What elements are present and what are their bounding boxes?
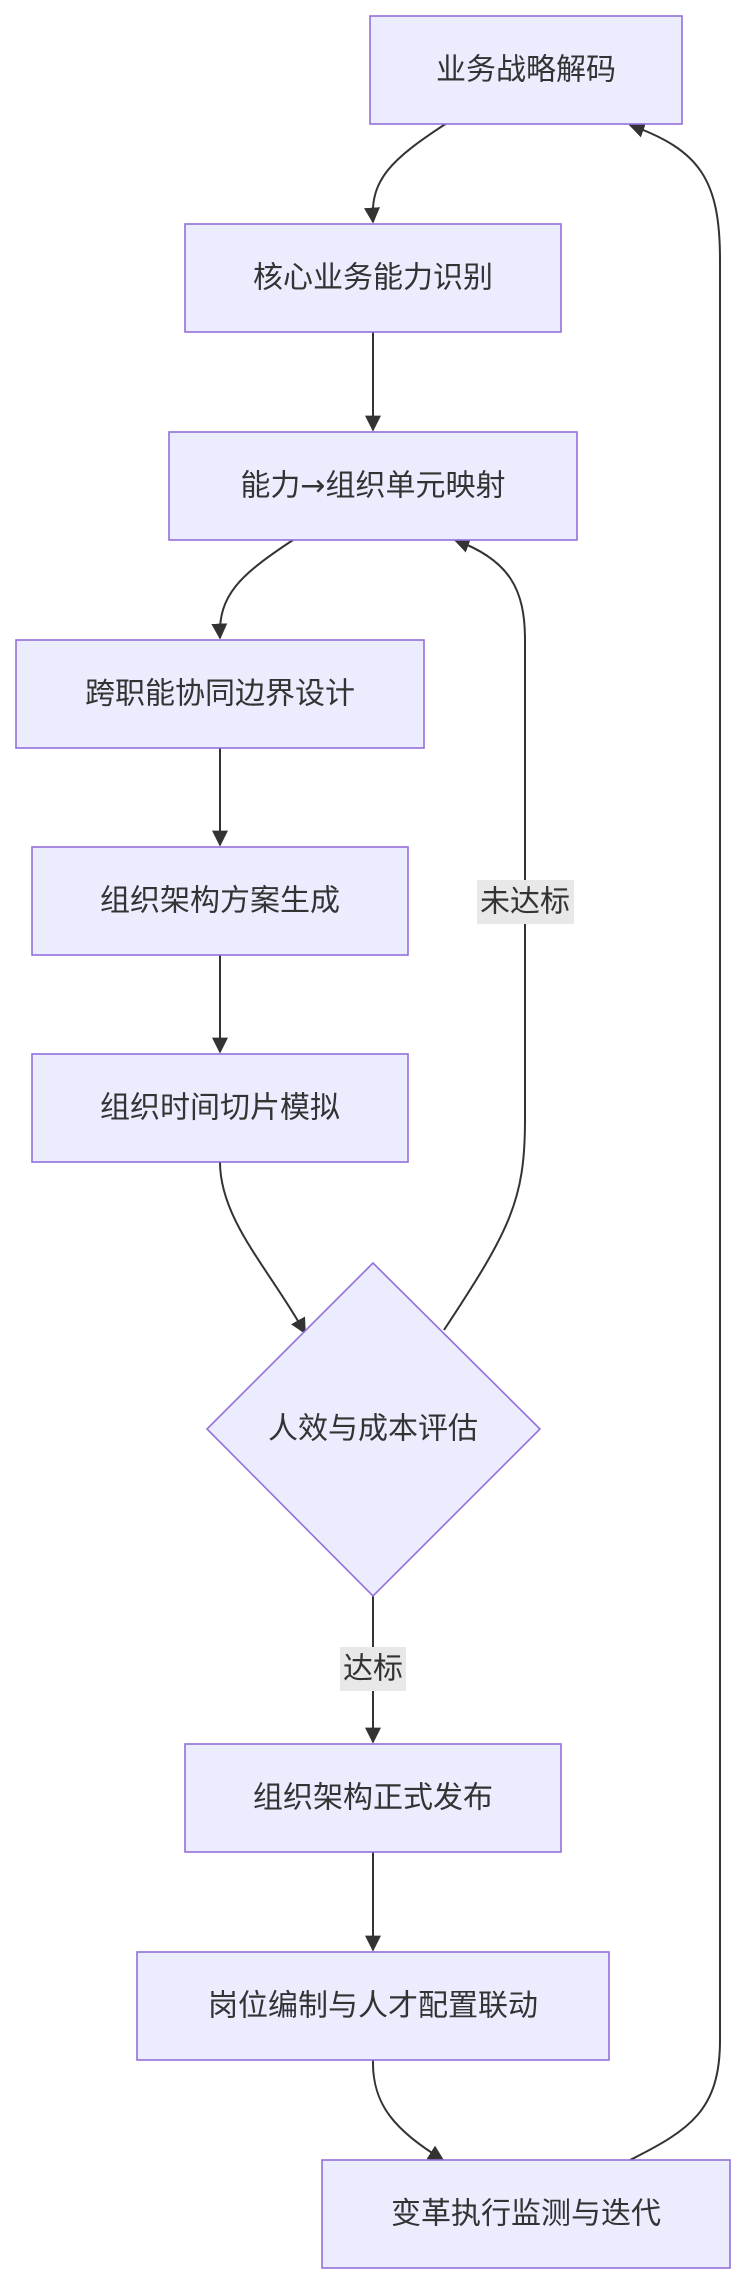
node-mapping-label: 能力→组织单元映射	[240, 469, 505, 504]
node-capability[interactable]: 核心业务能力识别	[184, 223, 562, 333]
node-simulation-box	[31, 1053, 409, 1163]
edge-label-met-text: 达标	[343, 1652, 403, 1687]
node-plan-label: 组织架构方案生成	[100, 884, 340, 919]
edge-strategy-to-capability	[364, 122, 448, 224]
edge-label-not-met-text: 未达标	[480, 885, 570, 920]
edge-staffing-to-monitor	[371, 2059, 445, 2161]
node-strategy-box	[369, 15, 683, 125]
node-capability-label: 核心业务能力识别	[253, 261, 493, 296]
edge-label-not-met-bg	[477, 880, 574, 924]
edge-label-not-met: 未达标	[477, 880, 574, 924]
node-publish[interactable]: 组织架构正式发布	[184, 1743, 562, 1853]
edge-label-met-bg	[340, 1647, 406, 1691]
edge-label-met: 达标	[340, 1647, 406, 1691]
node-strategy-label: 业务战略解码	[436, 53, 616, 88]
node-strategy[interactable]: 业务战略解码	[369, 15, 683, 125]
edge-simulation-to-evaluation	[219, 1161, 306, 1335]
node-evaluation[interactable]: 人效与成本评估	[205, 1261, 542, 1598]
node-staffing[interactable]: 岗位编制与人才配置联动	[136, 1951, 610, 2061]
edge-monitor-to-strategy	[628, 122, 721, 2161]
node-simulation[interactable]: 组织时间切片模拟	[31, 1053, 409, 1163]
node-monitor-box	[321, 2159, 731, 2269]
edge-evaluation-to-mapping	[443, 537, 526, 1331]
node-publish-label: 组织架构正式发布	[253, 1781, 493, 1816]
node-simulation-label: 组织时间切片模拟	[100, 1091, 340, 1126]
node-boundary[interactable]: 跨职能协同边界设计	[15, 639, 425, 749]
node-boundary-label: 跨职能协同边界设计	[85, 677, 355, 712]
node-staffing-label: 岗位编制与人才配置联动	[208, 1989, 538, 2024]
node-evaluation-diamond	[205, 1261, 542, 1598]
edge-mapping-to-boundary	[211, 539, 294, 640]
node-mapping[interactable]: 能力→组织单元映射	[168, 431, 578, 541]
node-publish-box	[184, 1743, 562, 1853]
node-staffing-box	[136, 1951, 610, 2061]
node-monitor[interactable]: 变革执行监测与迭代	[321, 2159, 731, 2269]
node-monitor-label: 变革执行监测与迭代	[391, 2197, 661, 2232]
node-evaluation-label: 人效与成本评估	[268, 1412, 478, 1447]
node-boundary-box	[15, 639, 425, 749]
node-plan-box	[31, 846, 409, 956]
node-capability-box	[184, 223, 562, 333]
node-plan[interactable]: 组织架构方案生成	[31, 846, 409, 956]
edges	[211, 122, 721, 2161]
node-mapping-box	[168, 431, 578, 541]
